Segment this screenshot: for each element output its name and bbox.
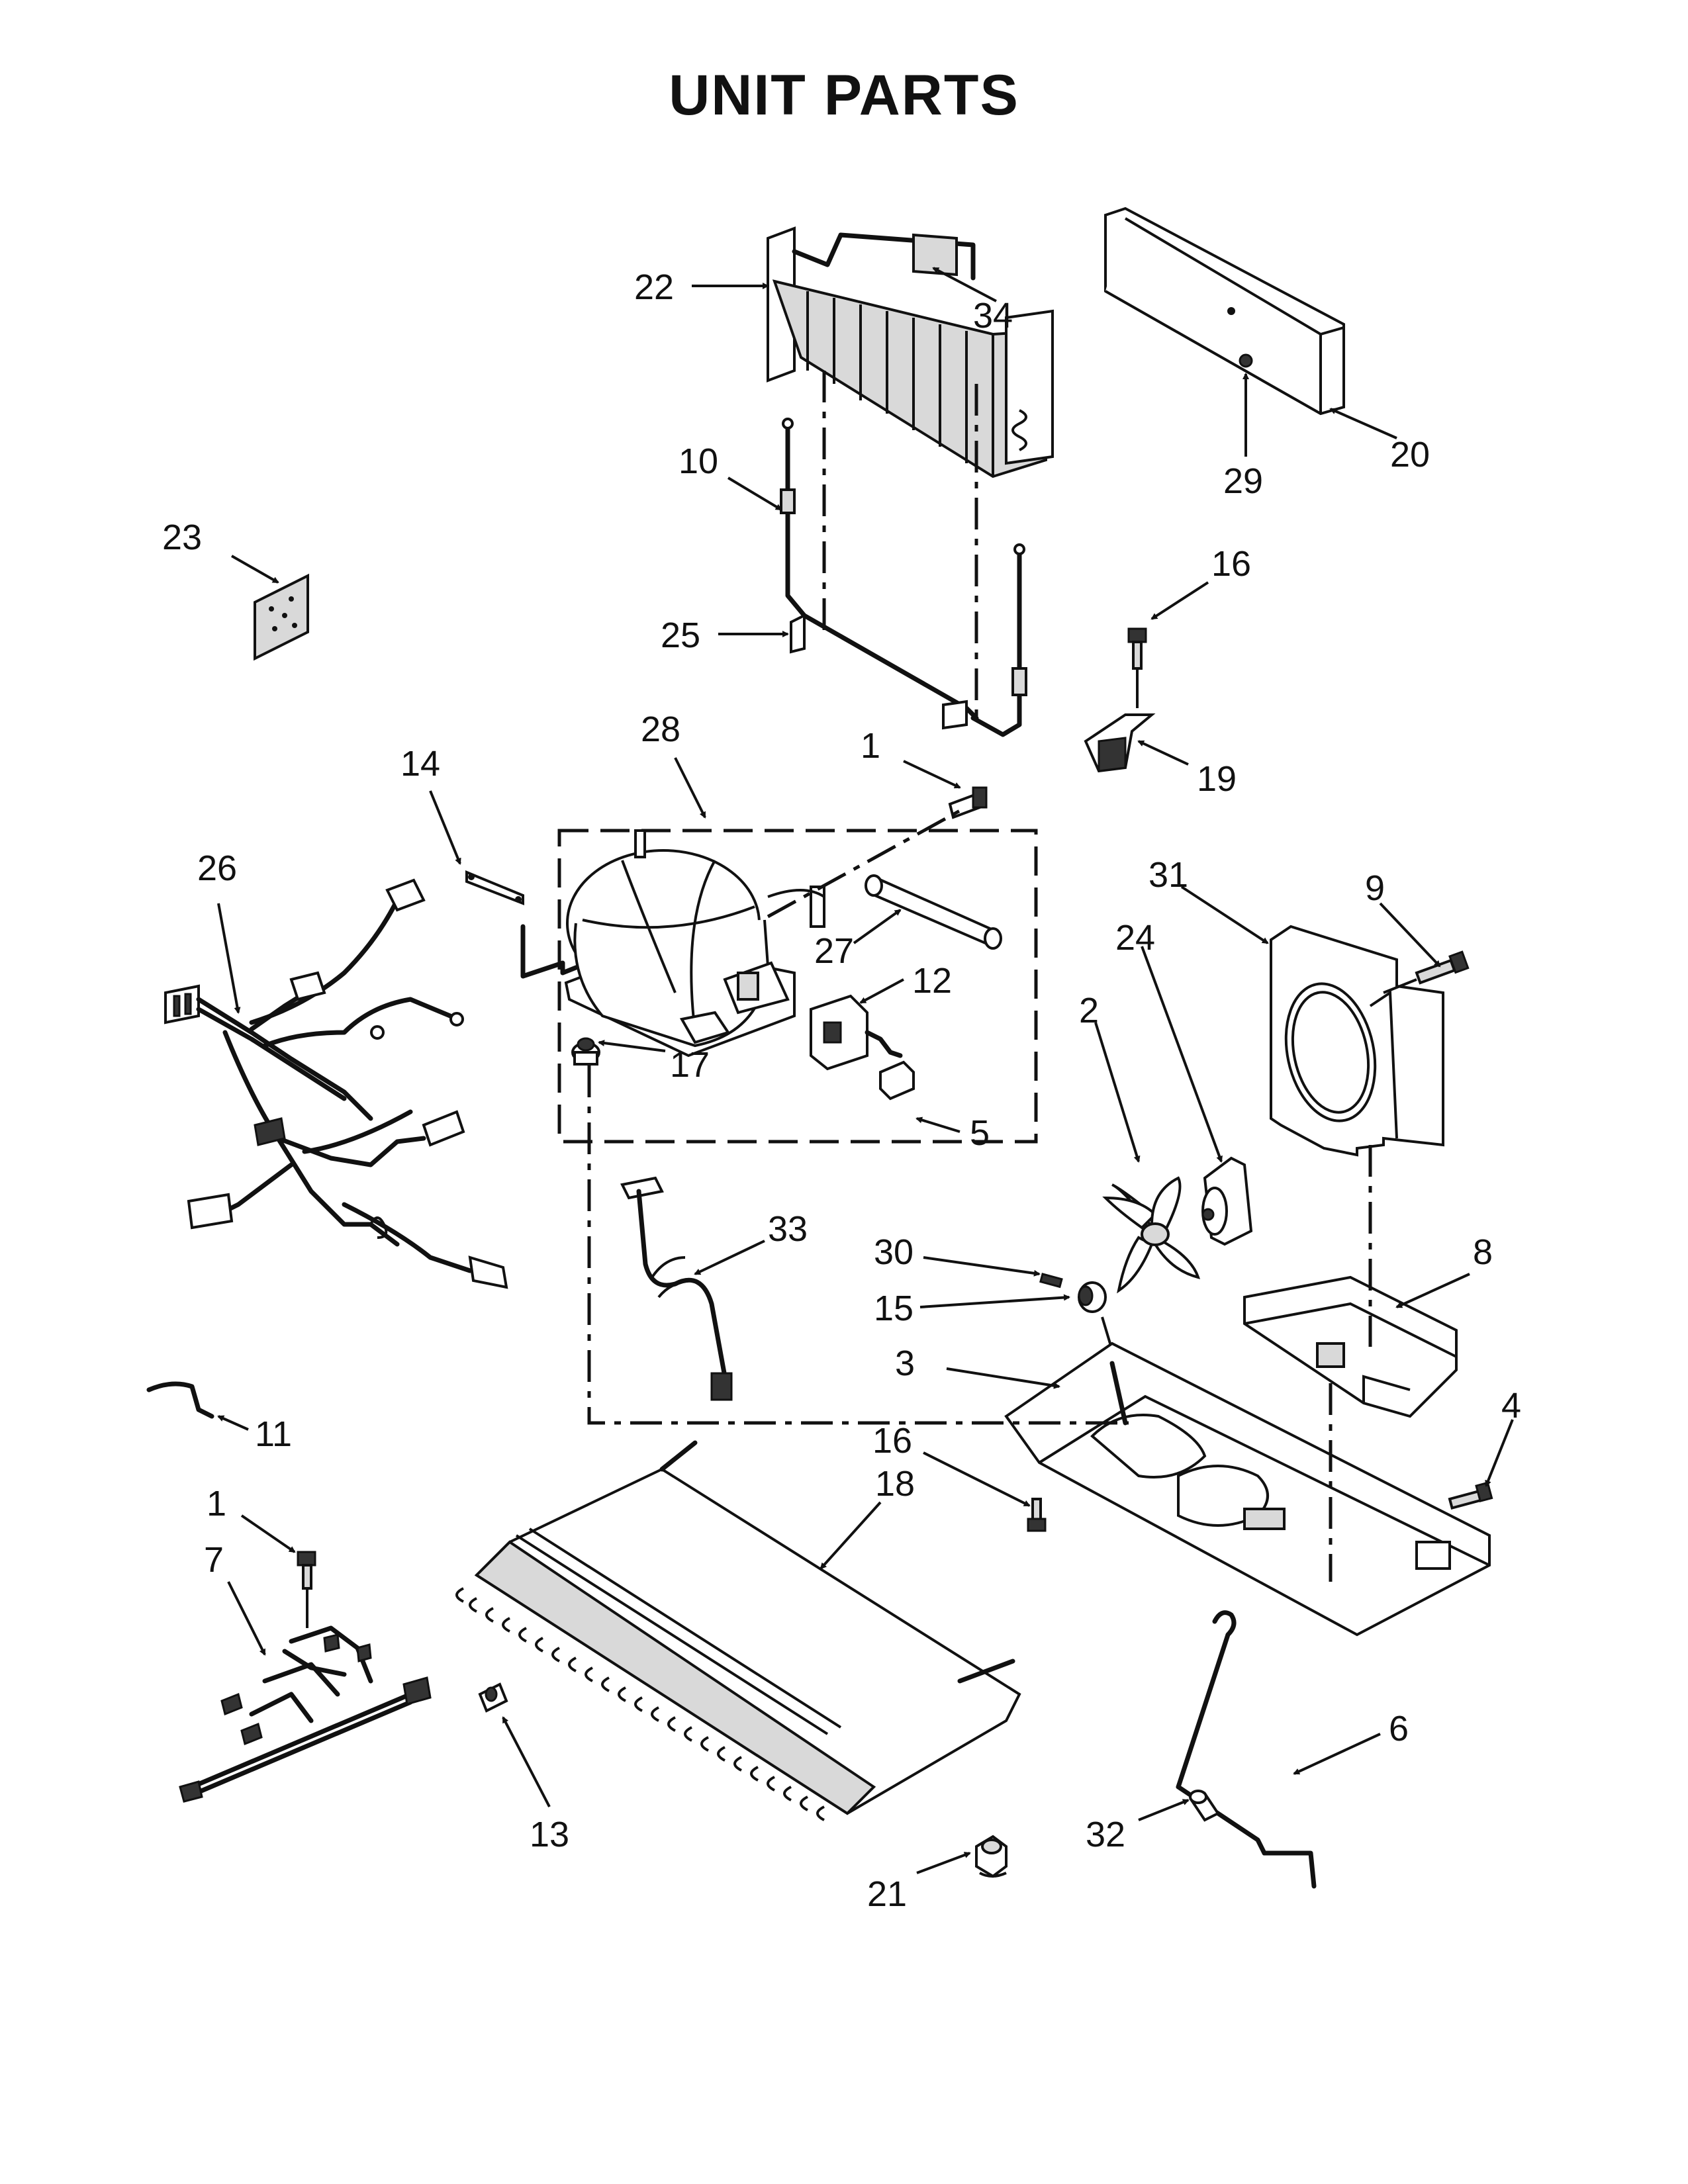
callout-32: 32	[1086, 1815, 1125, 1854]
callout-8: 8	[1473, 1232, 1493, 1272]
callout-4: 4	[1501, 1386, 1521, 1426]
callout-1-upper: 1	[861, 726, 880, 766]
tube-part-33	[620, 1176, 733, 1401]
screw-part-16-lower	[1027, 1498, 1047, 1532]
callout-28: 28	[641, 709, 680, 749]
callout-5: 5	[970, 1113, 990, 1153]
relay-part-12	[810, 994, 903, 1071]
callout-30: 30	[874, 1232, 914, 1272]
grommet-part-15	[1078, 1281, 1113, 1351]
strap-part-14	[465, 870, 524, 905]
callout-24: 24	[1115, 918, 1155, 958]
callout-11: 11	[255, 1414, 292, 1454]
clip-part-11	[146, 1381, 214, 1419]
callout-10: 10	[679, 441, 718, 481]
callout-1-lower: 1	[207, 1484, 226, 1524]
screw-part-29	[1239, 353, 1253, 368]
control-board-part-23	[254, 573, 309, 661]
heater-part-10-25	[780, 418, 1027, 737]
callout-19: 19	[1197, 759, 1237, 799]
callout-14: 14	[400, 744, 440, 784]
grommet-part-17	[571, 1037, 600, 1066]
callout-15: 15	[874, 1289, 914, 1328]
compressor-kit-box-28	[557, 829, 1038, 1144]
callout-labels: 22 34 20 29 10 23 25 16 19 28 1 14 26 27…	[162, 267, 1521, 1914]
callout-29: 29	[1223, 461, 1263, 501]
evaporator-part-22	[767, 226, 1054, 478]
screw-part-16-upper	[1127, 627, 1147, 708]
callout-25: 25	[661, 615, 700, 655]
routing-line-comp-to-pan	[587, 1066, 1129, 1425]
wiring-harness-part-26	[164, 878, 508, 1289]
pad-part-34	[912, 233, 958, 277]
fan-motor-part-24	[1201, 1156, 1253, 1246]
fan-shroud-part-31	[1270, 925, 1444, 1157]
callout-27: 27	[814, 931, 854, 971]
callout-33: 33	[768, 1209, 808, 1249]
tube-part-6	[1176, 1610, 1317, 1889]
harness-part-7	[179, 1625, 432, 1803]
page-title: UNIT PARTS	[669, 64, 1019, 127]
callout-26: 26	[197, 848, 237, 888]
screw-part-9	[1383, 950, 1470, 994]
callout-3: 3	[895, 1343, 915, 1383]
callout-22: 22	[634, 267, 674, 307]
bracket-part-8	[1243, 1275, 1458, 1418]
bolt-part-1-lower	[297, 1551, 316, 1628]
condenser-part-18	[455, 1440, 1021, 1821]
fan-blade-part-2	[1102, 1176, 1201, 1294]
callout-16-upper: 16	[1211, 544, 1251, 584]
callout-18: 18	[875, 1464, 915, 1504]
callout-2: 2	[1079, 991, 1099, 1030]
cover-part-20	[1104, 206, 1345, 416]
callout-34: 34	[973, 296, 1013, 336]
callout-6: 6	[1389, 1709, 1409, 1749]
connector-part-5	[879, 1060, 915, 1101]
screw-part-4	[1448, 1481, 1493, 1510]
leader-lines	[217, 267, 1514, 1874]
callout-31: 31	[1149, 855, 1188, 895]
callout-13: 13	[530, 1815, 569, 1854]
sleeve-part-32	[1189, 1790, 1220, 1822]
jumper-wire	[520, 924, 598, 979]
compressor-part-28	[564, 829, 825, 1058]
callout-7: 7	[204, 1540, 224, 1580]
callout-17: 17	[670, 1045, 710, 1085]
callout-16-lower: 16	[872, 1421, 912, 1461]
base-pan-part-3	[1004, 1342, 1491, 1637]
bracket-part-19	[1084, 713, 1156, 773]
clip-part-13	[478, 1682, 508, 1713]
callout-9: 9	[1365, 868, 1385, 908]
callout-23: 23	[162, 518, 202, 557]
filter-drier-part-27	[865, 874, 1002, 950]
callout-20: 20	[1390, 435, 1430, 475]
foot-part-21	[975, 1835, 1008, 1878]
plug-part-30	[1039, 1273, 1063, 1289]
callout-12: 12	[912, 961, 952, 1001]
routing-line-bolt	[767, 809, 961, 919]
callout-21: 21	[867, 1874, 907, 1914]
